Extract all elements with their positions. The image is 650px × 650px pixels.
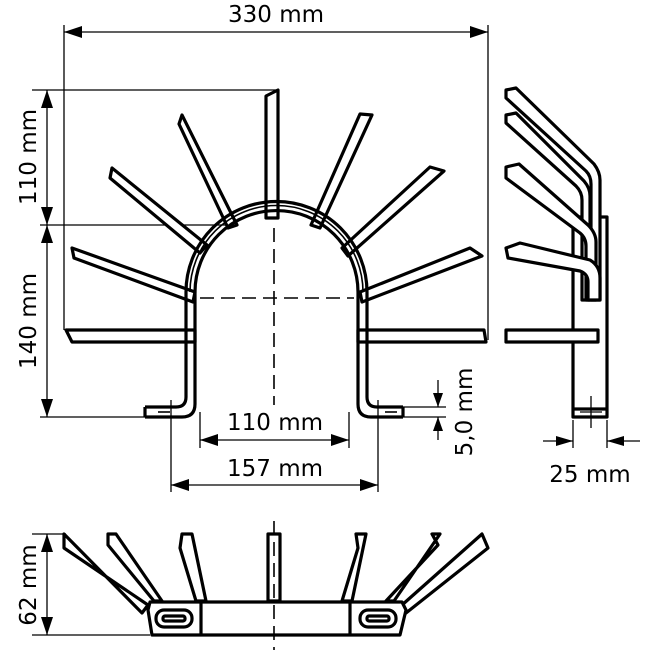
mounting-slot — [154, 608, 194, 629]
front-view — [64, 88, 488, 419]
height-dimensions: 110 mm 140 mm — [16, 89, 278, 418]
fin — [358, 246, 484, 304]
top-view: 62 mm — [16, 521, 490, 650]
fin — [177, 113, 239, 230]
top-fin — [340, 532, 368, 603]
side-fin — [504, 241, 602, 302]
base-height-label: 140 mm — [16, 273, 42, 369]
top-fin — [106, 532, 164, 603]
fin — [309, 112, 374, 230]
fin — [356, 328, 488, 344]
fin — [70, 246, 197, 304]
thickness-label: 5,0 mm — [452, 368, 478, 457]
side-view: 25 mm — [504, 86, 640, 488]
thickness-dimension: 5,0 mm — [403, 368, 478, 457]
side-fin — [504, 328, 600, 344]
fin-height-label: 110 mm — [16, 109, 42, 205]
top-base — [146, 600, 408, 637]
fin — [64, 328, 197, 344]
inner-width-label: 110 mm — [227, 410, 323, 436]
top-view-height-label: 62 mm — [16, 544, 42, 625]
fin — [264, 88, 280, 220]
foot-span-label: 157 mm — [227, 456, 323, 482]
fin — [108, 166, 209, 255]
top-fin — [400, 532, 490, 615]
overall-width-label: 330 mm — [228, 2, 324, 28]
width-dimensions: 110 mm 157 mm — [170, 400, 379, 492]
overall-width-dimension: 330 mm — [63, 2, 489, 340]
top-fin — [178, 532, 208, 603]
depth-label: 25 mm — [549, 462, 630, 488]
mounting-slot — [358, 608, 398, 629]
fin — [340, 165, 446, 258]
